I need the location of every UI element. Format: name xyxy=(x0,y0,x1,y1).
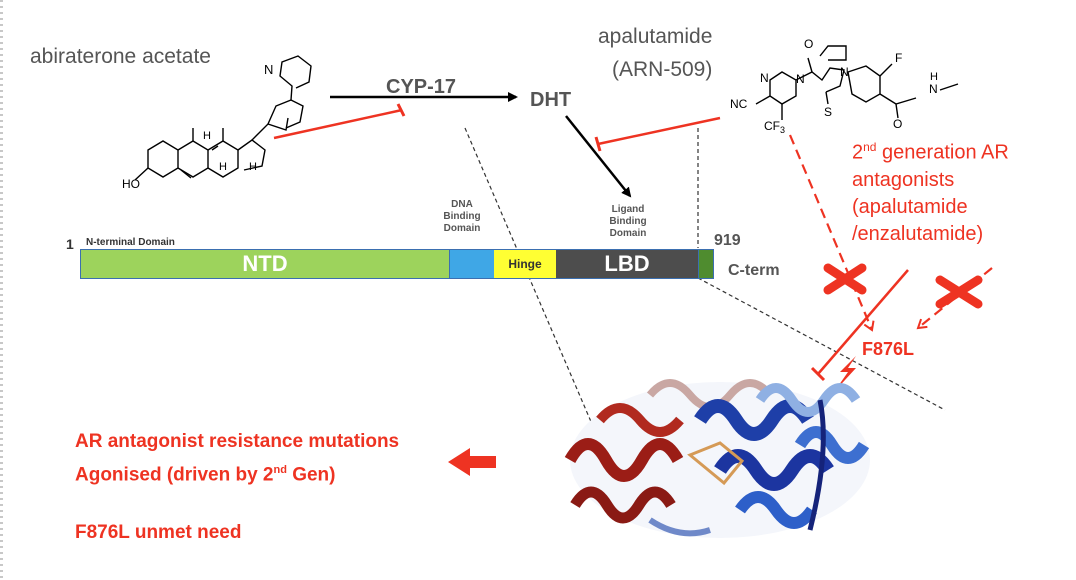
resistance-text: AR antagonist resistance mutations Agoni… xyxy=(75,431,400,486)
position-end: 919 xyxy=(714,232,741,249)
zoom-line-left xyxy=(464,127,599,439)
abiraterone-n: N xyxy=(264,62,273,77)
apalutamide-structure xyxy=(755,45,917,120)
svg-text:S: S xyxy=(824,105,832,119)
abiraterone-h3: H xyxy=(249,161,257,173)
ntd-segment: NTD xyxy=(80,249,450,279)
dashed-arrow-1 xyxy=(788,134,875,332)
dbd-label: DNA Binding Domain xyxy=(443,199,481,234)
second-gen-label: 2nd generation AR antagonists (apalutami… xyxy=(852,140,1009,245)
cterm-label: C-term xyxy=(728,262,780,279)
svg-text:CF3: CF3 xyxy=(764,119,785,135)
zoom-line-lower-right xyxy=(697,277,946,411)
svg-text:O: O xyxy=(893,117,902,131)
svg-text:N: N xyxy=(796,72,805,86)
svg-text:N: N xyxy=(840,65,849,79)
dht-label: DHT xyxy=(530,89,572,111)
lbd-segment: LBD xyxy=(556,249,698,279)
svg-text:NC: NC xyxy=(730,97,748,111)
abiraterone-inhibition xyxy=(273,108,403,140)
block-x-1 xyxy=(823,263,867,295)
abiraterone-ho: HO xyxy=(122,177,140,191)
svg-text:N: N xyxy=(760,71,769,85)
cyp17-label: CYP-17 xyxy=(386,76,457,98)
svg-text:O: O xyxy=(804,37,813,51)
abiraterone-h2: H xyxy=(219,161,227,173)
slide-left-border xyxy=(0,0,3,580)
cterm-segment xyxy=(698,249,714,279)
abiraterone-h1: H xyxy=(203,130,211,142)
abiraterone-acetate-label: abiraterone acetate xyxy=(30,45,211,68)
dbd-segment xyxy=(450,249,494,279)
arn509-label: (ARN-509) xyxy=(612,58,713,81)
svg-text:H: H xyxy=(930,71,938,83)
left-arrow-icon xyxy=(448,448,496,476)
svg-text:N: N xyxy=(929,82,938,96)
dht-to-lbd-arrow xyxy=(565,115,632,198)
ar-lbd-protein-structure xyxy=(564,379,870,538)
unmet-need-text: F876L unmet need xyxy=(75,522,242,543)
lbd-small-label: Ligand Binding Domain xyxy=(609,204,647,239)
svg-text:F: F xyxy=(895,51,902,65)
blocked-inhibition xyxy=(817,269,909,375)
block-x-2 xyxy=(935,275,983,309)
abiraterone-structure xyxy=(134,55,312,181)
nterm-domain-label: N-terminal Domain xyxy=(86,237,175,248)
hinge-segment: Hinge xyxy=(494,249,556,279)
apalutamide-inhibition xyxy=(597,116,721,146)
position-start: 1 xyxy=(66,236,74,252)
apalutamide-label: apalutamide xyxy=(598,25,713,48)
f876l-label: F876L xyxy=(862,339,915,359)
